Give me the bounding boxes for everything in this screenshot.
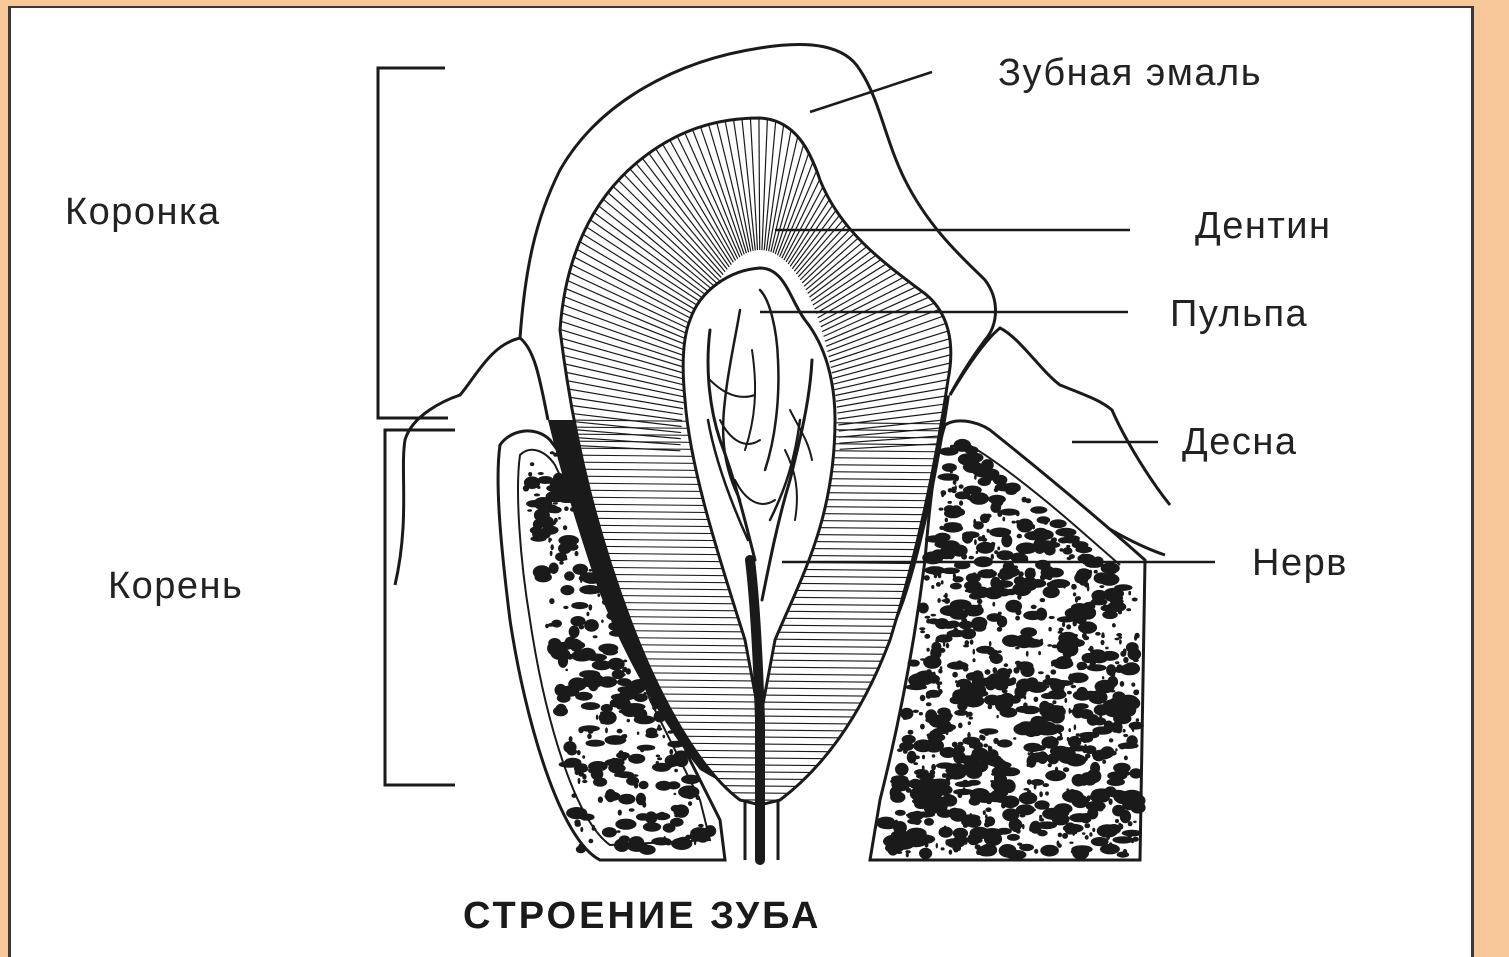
label-enamel: Зубная эмаль [998, 52, 1262, 94]
crown-bracket [378, 68, 448, 418]
label-crown: Коронка [65, 191, 221, 233]
diagram-title: СТРОЕНИЕ ЗУБА [463, 895, 821, 937]
label-dentin: Дентин [1195, 205, 1331, 247]
root-bracket [385, 430, 455, 785]
label-root: Корень [108, 565, 243, 607]
label-nerve: Нерв [1252, 542, 1348, 584]
label-gum: Десна [1182, 421, 1298, 463]
label-pulp: Пульпа [1170, 293, 1308, 335]
